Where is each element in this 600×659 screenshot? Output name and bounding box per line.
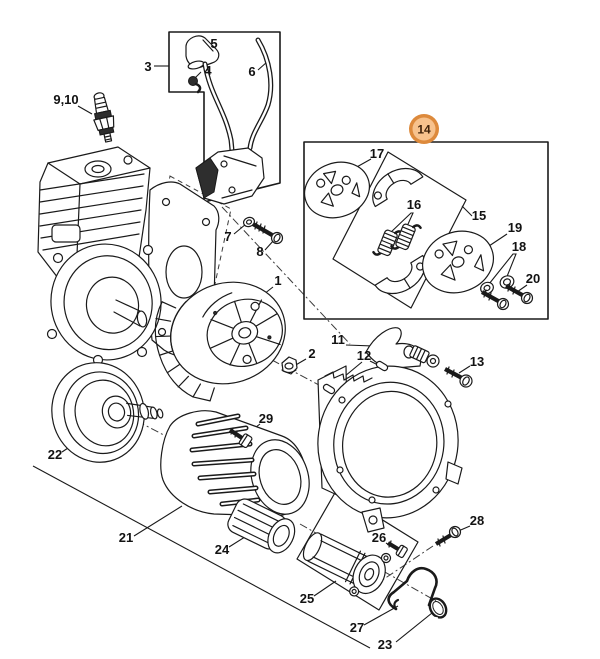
bolts-20 bbox=[480, 283, 534, 311]
screw-29 bbox=[228, 427, 253, 449]
callout-1: 1 bbox=[274, 273, 281, 288]
callout-6: 6 bbox=[248, 64, 255, 79]
callout-13: 13 bbox=[470, 354, 484, 369]
callout-21: 21 bbox=[119, 530, 133, 545]
spark-plug bbox=[93, 92, 115, 143]
callout-17: 17 bbox=[370, 146, 384, 161]
callout-26: 26 bbox=[372, 530, 386, 545]
callout-4: 4 bbox=[204, 63, 212, 78]
callout-11: 11 bbox=[331, 332, 345, 347]
callout-18: 18 bbox=[512, 239, 526, 254]
flywheel bbox=[154, 281, 286, 402]
callout-19: 19 bbox=[508, 220, 522, 235]
callout-22: 22 bbox=[48, 447, 62, 462]
spring-clip bbox=[387, 566, 438, 611]
fan-housing bbox=[317, 327, 463, 533]
callout-28: 28 bbox=[470, 513, 484, 528]
clutch-shoe-upper bbox=[372, 167, 424, 208]
callout-9-10: 9,10 bbox=[53, 92, 78, 107]
flywheel-nut bbox=[281, 356, 298, 375]
callout-23: 23 bbox=[378, 637, 392, 652]
badge-fill bbox=[412, 117, 436, 141]
callout-24: 24 bbox=[215, 542, 230, 557]
bolt-13 bbox=[444, 366, 473, 388]
callout-27: 27 bbox=[350, 620, 364, 635]
clutch-plate-17 bbox=[304, 161, 370, 219]
callout-15: 15 bbox=[472, 208, 486, 223]
bolt-28 bbox=[434, 525, 462, 547]
callout-7: 7 bbox=[224, 229, 231, 244]
clutch-shoe-lower bbox=[374, 254, 426, 295]
snap-ring bbox=[428, 597, 448, 624]
boot-spring bbox=[188, 76, 202, 94]
starter-cup bbox=[302, 532, 392, 597]
pin-12-lower bbox=[322, 383, 336, 395]
badge-label: 14 bbox=[417, 123, 431, 137]
ignition-lead-wires bbox=[202, 37, 274, 189]
screw-26 bbox=[386, 540, 408, 559]
callout-16: 16 bbox=[407, 197, 421, 212]
ignition-module bbox=[195, 147, 265, 205]
callout-8: 8 bbox=[256, 244, 263, 259]
callout-2: 2 bbox=[308, 346, 315, 361]
clutch-plate-19 bbox=[422, 230, 494, 294]
coupling-sleeve bbox=[227, 498, 296, 554]
clutch-spring-right bbox=[390, 223, 422, 251]
callout-29: 29 bbox=[259, 411, 273, 426]
bolt-8 bbox=[251, 221, 284, 245]
clutch-drum bbox=[51, 362, 164, 463]
callout-3: 3 bbox=[144, 59, 151, 74]
callout-20: 20 bbox=[526, 271, 540, 286]
washer-7 bbox=[243, 216, 255, 228]
cable-adjuster bbox=[403, 345, 440, 368]
callout-labels: 9,10 3 5 4 6 7 8 1 2 11 12 13 17 16 15 1… bbox=[48, 36, 540, 652]
callout-25: 25 bbox=[300, 591, 314, 606]
highlight-badge-14[interactable]: 14 bbox=[409, 114, 439, 144]
callout-12: 12 bbox=[357, 348, 371, 363]
callout-5: 5 bbox=[210, 36, 217, 51]
starter-cup-subbox bbox=[296, 490, 419, 611]
pin-12-upper bbox=[375, 360, 389, 372]
clutch-shoe-subbox bbox=[332, 151, 467, 309]
